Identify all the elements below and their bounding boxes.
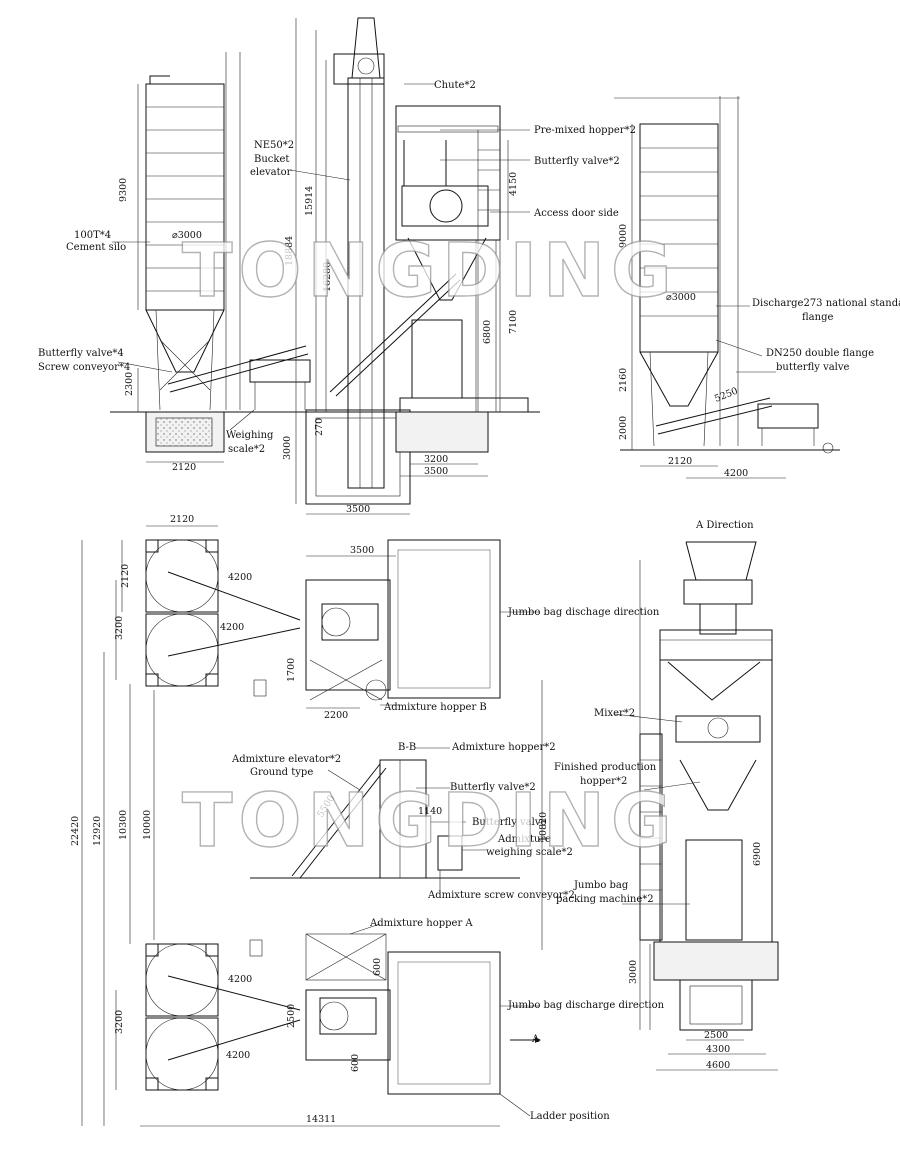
label-a-direction: A Direction — [695, 520, 754, 531]
dim-9300: 9300 — [118, 178, 129, 202]
dim-16280: 16280 — [322, 262, 333, 292]
dim-6800: 6800 — [482, 320, 493, 344]
dim-2120-v: 2120 — [120, 564, 131, 588]
dim-4200-side: 4200 — [724, 468, 748, 479]
dim-600-b: 600 — [350, 1054, 361, 1072]
label-cement-silo: Cement silo — [66, 242, 126, 253]
front-elevation — [110, 17, 540, 515]
label-admixture-hopper-b: Admixture hopper B — [383, 702, 487, 713]
dim-4200-p3: 4200 — [228, 974, 252, 985]
dim-6900: 6900 — [752, 842, 763, 866]
label-admixture-hopper: Admixture hopper*2 — [451, 742, 556, 753]
dim-2160: 2160 — [618, 368, 629, 392]
dim-2300: 2300 — [124, 372, 135, 396]
label-discharge-flange: flange — [802, 312, 833, 323]
dim-4150: 4150 — [508, 172, 519, 196]
bucket-elevator — [333, 17, 385, 489]
dim-18884: 18884 — [284, 236, 295, 266]
label-ground-type: Ground type — [250, 767, 313, 778]
dim-7100: 7100 — [508, 310, 519, 334]
dim-3000-a: 3000 — [628, 960, 639, 984]
label-finished-production: Finished production — [554, 762, 657, 773]
dim-4300: 4300 — [706, 1044, 730, 1055]
label-ladder: Ladder position — [530, 1111, 610, 1122]
dim-3200-a: 3200 — [424, 454, 448, 465]
label-jumbo-dir-1: Jumbo bag dischage direction — [507, 607, 660, 618]
dim-3000-pit: 3000 — [282, 436, 293, 460]
dim-2200: 2200 — [324, 710, 348, 721]
label-ne50: NE50*2 — [254, 140, 294, 151]
label-jumbo-dir-2: Jumbo bag discharge direction — [507, 1000, 665, 1011]
label-weighing: Weighing — [226, 430, 274, 441]
label-dn250: DN250 double flange — [766, 348, 874, 359]
dim-1700: 1700 — [286, 658, 297, 682]
label-cement-silo-qty: 100T*4 — [74, 230, 111, 241]
label-chute: Chute*2 — [434, 80, 476, 91]
label-admixture-weighing: weighing scale*2 — [486, 847, 573, 858]
label-admixture-elevator: Admixture elevator*2 — [231, 754, 341, 765]
dim-3500-b: 3500 — [346, 504, 370, 515]
dim-4200-p2: 4200 — [220, 622, 244, 633]
label-weighing-scale: scale*2 — [228, 444, 265, 455]
label-admixture-screw: Admixture screw conveyor*2 — [427, 890, 575, 901]
label-butterfly-valve-4: Butterfly valve*4 — [38, 348, 124, 359]
label-elevator: elevator — [250, 167, 292, 178]
label-jumbo-bag: Jumbo bag — [573, 880, 629, 891]
dim-4600: 4600 — [706, 1060, 730, 1071]
watermark-top: TONGDING — [182, 228, 678, 314]
side-elevation — [614, 96, 840, 479]
label-discharge: Discharge273 national standard — [752, 298, 900, 309]
label-bb: B-B — [398, 742, 416, 753]
label-dn250-valve: butterfly valve — [776, 362, 850, 373]
label-butterfly-valve-2b: Butterfly valve*2 — [450, 782, 536, 793]
label-screw-conveyor-4: Screw conveyor*4 — [38, 362, 130, 373]
label-packing-machine: packing machine*2 — [556, 894, 654, 905]
dim-silo2-dia: ⌀3000 — [666, 292, 696, 303]
dim-14311: 14311 — [306, 1114, 336, 1125]
dim-3200-p1: 3200 — [114, 616, 125, 640]
label-a-arrow: A — [531, 1034, 540, 1045]
dim-3500-p: 3500 — [350, 545, 374, 556]
watermark-bottom: TONGDING — [182, 778, 678, 864]
label-admixture-hopper-a: Admixture hopper A — [369, 918, 473, 929]
dim-10000: 10000 — [142, 810, 153, 840]
dim-4200-p1: 4200 — [228, 572, 252, 583]
dim-2120-b: 2120 — [668, 456, 692, 467]
dim-12920: 12920 — [92, 816, 103, 846]
label-finished-hopper: hopper*2 — [580, 776, 627, 787]
dim-2120-a: 2120 — [172, 462, 196, 473]
dim-10820: 10820 — [538, 812, 549, 842]
cement-silo-left — [145, 52, 241, 411]
dim-10300: 10300 — [118, 810, 129, 840]
a-direction-view — [613, 541, 779, 1071]
dim-1140: 1140 — [418, 806, 442, 817]
dim-3200-p2: 3200 — [114, 1010, 125, 1034]
dim-15914: 15914 — [304, 186, 315, 216]
label-access-door: Access door side — [533, 208, 619, 219]
mixing-tower — [395, 105, 529, 413]
dim-4200-p4: 4200 — [226, 1050, 250, 1061]
label-mixer: Mixer*2 — [594, 708, 635, 719]
dim-22420: 22420 — [70, 816, 81, 846]
label-butterfly-valve-c: Butterfly valve — [472, 817, 546, 828]
dim-9000: 9000 — [618, 224, 629, 248]
dim-2500-a: 2500 — [704, 1030, 728, 1041]
dim-3500-a: 3500 — [424, 466, 448, 477]
dim-2000: 2000 — [618, 416, 629, 440]
dim-silo-dia: ⌀3000 — [172, 230, 202, 241]
dim-270: 270 — [314, 418, 325, 436]
dim-2500-p: 2500 — [286, 1004, 297, 1028]
dim-5250: 5250 — [713, 386, 740, 405]
label-bucket: Bucket — [254, 154, 289, 165]
dim-600-a: 600 — [372, 958, 383, 976]
label-butterfly-valve-top: Butterfly valve*2 — [534, 156, 620, 167]
label-premixed-hopper: Pre-mixed hopper*2 — [534, 125, 636, 136]
plan-view — [81, 525, 543, 1127]
dim-2120-top: 2120 — [170, 514, 194, 525]
label-admixture: Admixture — [497, 834, 551, 845]
